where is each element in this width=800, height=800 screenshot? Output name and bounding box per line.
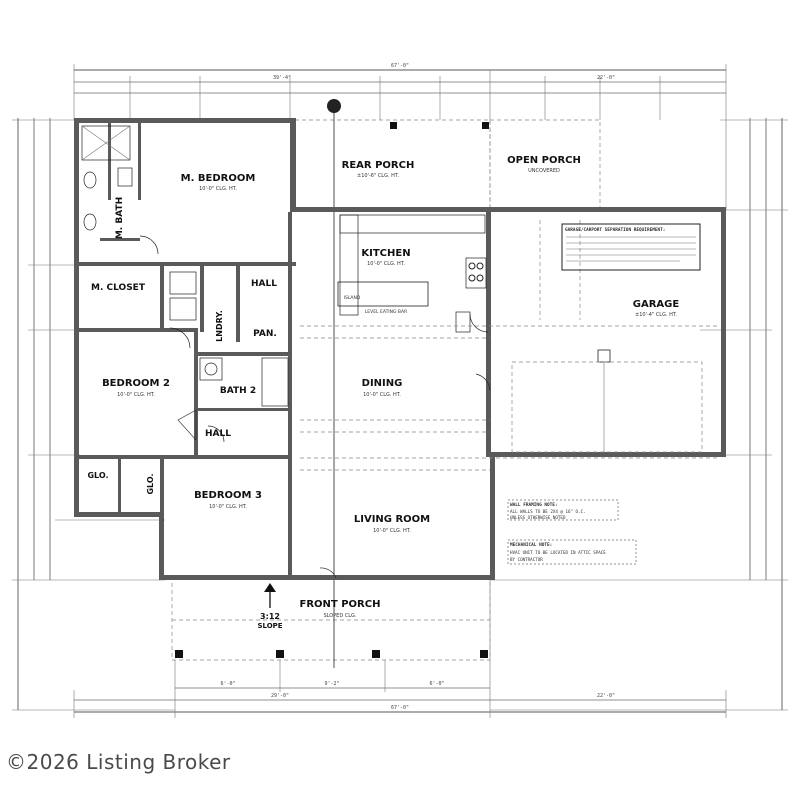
mechanical-note-line2: BY CONTRACTOR — [510, 557, 543, 562]
wall-framing-note-title: WALL FRAMING NOTE: — [510, 502, 558, 508]
kitchen-label: KITCHEN — [361, 248, 410, 259]
slope-arrow — [264, 583, 276, 608]
bedroom2-label: BEDROOM 2 — [102, 378, 170, 389]
dim-overall: 67'-0" — [391, 63, 409, 69]
dim-left-section: 39'-4" — [273, 75, 291, 81]
slope-value: 3:12 — [260, 612, 280, 621]
exterior-walls — [74, 118, 726, 580]
listing-broker-watermark: ©2026 Listing Broker — [6, 750, 231, 774]
wall-framing-note-box — [507, 499, 619, 521]
m-closet-label: M. CLOSET — [91, 283, 146, 293]
garage-note-box — [561, 223, 701, 271]
m-bedroom-label: M. BEDROOM — [181, 173, 256, 184]
dim-bottom-overall: 67'-0" — [391, 705, 409, 711]
dim-porch-center: 9'-2" — [324, 681, 339, 687]
dim-right-section: 22'-0" — [597, 75, 615, 81]
garage-note-title: GARAGE/CARPORT SEPARATION REQUIREMENT: — [565, 227, 665, 233]
garage-ceiling: ±10'-4" CLG. HT. — [635, 312, 677, 318]
bath2-label: BATH 2 — [220, 386, 256, 396]
pantry-label: PAN. — [253, 329, 277, 339]
front-porch-label: FRONT PORCH — [300, 599, 381, 610]
hall-label-lower: HALL — [205, 429, 231, 439]
dining-label: DINING — [362, 378, 403, 389]
glo-label-2: GLO. — [146, 473, 155, 494]
rear-porch-label: REAR PORCH — [342, 160, 415, 171]
laundry-label: LNDRY. — [215, 310, 224, 342]
m-bath-label: M. BATH — [115, 197, 125, 239]
rear-porch-ceiling: ±10'-6" CLG. HT. — [357, 173, 399, 179]
living-room-ceiling: 10'-0" CLG. HT. — [373, 528, 411, 534]
bedroom3-label: BEDROOM 3 — [194, 490, 262, 501]
island-note: LEVEL EATING BAR — [365, 309, 407, 315]
wall-framing-note-line1: ALL WALLS TO BE 2X4 @ 16" O.C. — [510, 509, 586, 514]
dining-ceiling: 10'-0" CLG. HT. — [363, 392, 401, 398]
front-porch-outline — [171, 577, 491, 661]
top-dimension-lines — [73, 64, 727, 210]
garage-note-body — [566, 236, 696, 262]
dim-bottom-right: 22'-0" — [597, 693, 615, 699]
garage-label: GARAGE — [633, 299, 680, 310]
dim-bottom-left: 29'-0" — [271, 693, 289, 699]
open-porch-ceiling: UNCOVERED — [528, 168, 560, 174]
bedroom2-ceiling: 10'-0" CLG. HT. — [117, 392, 155, 398]
kitchen-ceiling: 10'-0" CLG. HT. — [367, 261, 405, 267]
island-label: ISLAND — [344, 295, 361, 301]
glo-label-1: GLO. — [87, 471, 108, 480]
bedroom3-ceiling: 10'-0" CLG. HT. — [209, 504, 247, 510]
dim-porch-right: 6'-0" — [429, 681, 444, 687]
wall-framing-note-line2: UNLESS OTHERWISE NOTED — [510, 515, 566, 520]
slope-label: SLOPE — [257, 622, 282, 630]
hall-label-upper: HALL — [251, 279, 277, 289]
side-dimension-lines — [12, 118, 788, 711]
living-room-label: LIVING ROOM — [354, 514, 430, 525]
mechanical-note-title: MECHANICAL NOTE: — [510, 542, 552, 548]
open-porch-label: OPEN PORCH — [507, 155, 581, 166]
front-porch-ceiling: SLOPED CLG. — [323, 613, 356, 619]
bottom-dimension-lines — [55, 519, 727, 718]
section-marker — [327, 99, 341, 113]
mechanical-note-box — [507, 539, 637, 565]
interior-walls — [76, 120, 296, 578]
mechanical-note-line1: HVAC UNIT TO BE LOCATED IN ATTIC SPACE — [510, 550, 606, 555]
fixtures — [81, 125, 703, 453]
doors — [139, 235, 491, 579]
dim-porch-left: 6'-0" — [220, 681, 235, 687]
m-bedroom-ceiling: 10'-0" CLG. HT. — [199, 186, 237, 192]
porch-posts — [175, 122, 489, 658]
